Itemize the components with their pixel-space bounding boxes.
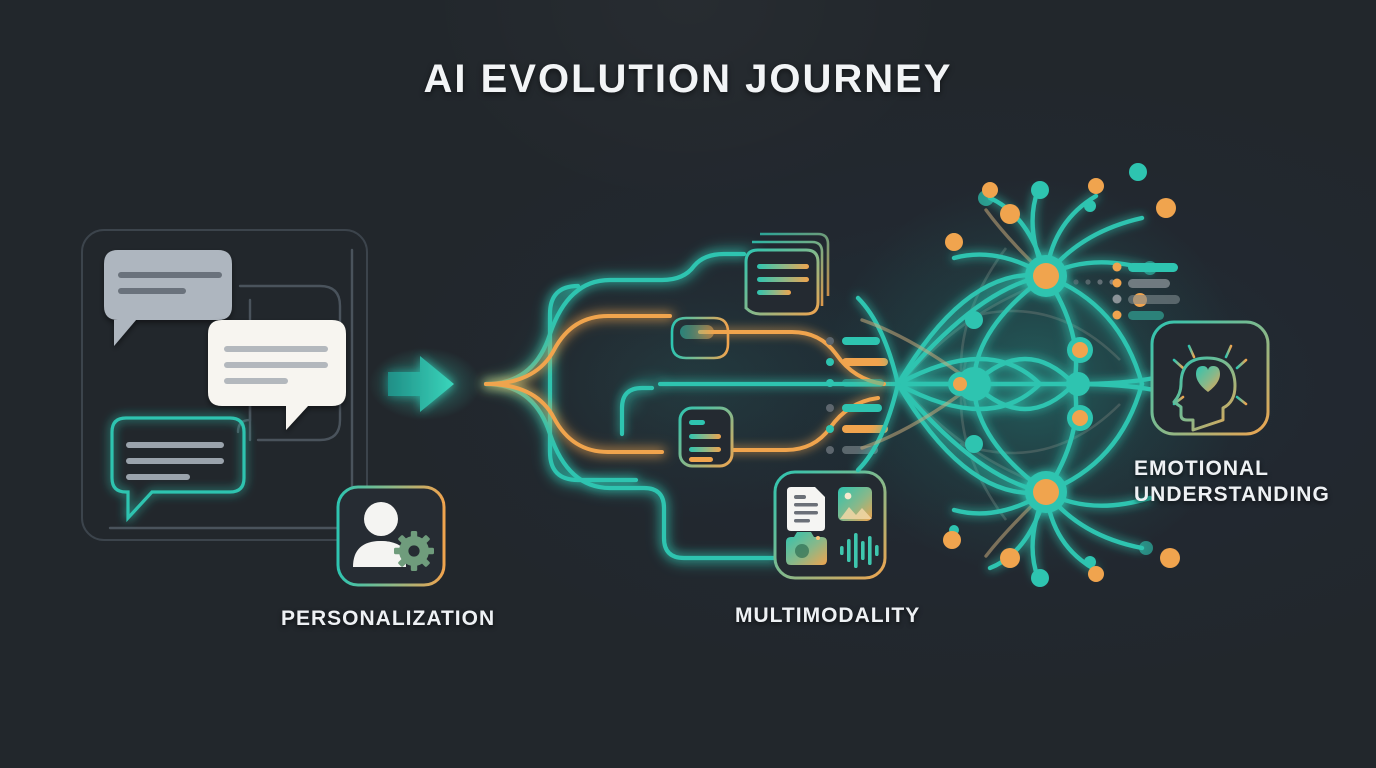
gear-icon [394, 531, 434, 571]
head-heart-icon [1150, 320, 1270, 436]
chat-bubble-outline [110, 416, 246, 523]
camera-tile [786, 532, 827, 565]
data-bar-row [826, 379, 884, 387]
person-gear-icon [336, 485, 446, 587]
chip-icon [678, 394, 734, 484]
data-bar-row [826, 358, 888, 366]
chat-bubble-reply [208, 320, 346, 430]
waveform-tile [840, 533, 879, 568]
stage-label-multimodality: MULTIMODALITY [735, 604, 921, 627]
stage-label-line-1: EMOTIONAL [1134, 457, 1269, 480]
pill-node-icon [670, 316, 730, 360]
node-orange [1067, 405, 1093, 431]
data-bar-row [826, 337, 880, 345]
document-tile [787, 487, 825, 531]
data-bar-row [826, 404, 882, 412]
network-hub-nodes [948, 255, 1093, 513]
stage-label-line-2: UNDERSTANDING [1134, 482, 1330, 506]
network-data-bars [1073, 262, 1180, 320]
hub-node-orange [1025, 255, 1067, 297]
teal-circuit-paths [483, 251, 963, 561]
chat-bubble-incoming [104, 250, 232, 346]
neural-network [855, 163, 1180, 587]
flow-data-bars [826, 337, 888, 454]
data-bar-row [1112, 294, 1180, 304]
page-title: AI EVOLUTION JOURNEY [423, 57, 953, 101]
data-bar-row [826, 425, 888, 433]
data-bar-row [826, 446, 878, 454]
data-bar-row [1112, 310, 1164, 320]
node-orange [1067, 337, 1093, 363]
stage-label-emotional-understanding: EMOTIONAL UNDERSTANDING [1134, 456, 1330, 507]
flow-arrow-icon [369, 348, 481, 420]
data-bar-row [1112, 278, 1170, 288]
image-tile [838, 487, 872, 521]
hub-node-orange [1025, 471, 1067, 513]
chat-panel-frame [81, 229, 368, 541]
data-bar-row [1112, 262, 1178, 272]
node-orange [948, 372, 972, 396]
network-terminal-dots [943, 178, 1180, 582]
dot-trail [1073, 279, 1115, 285]
document-stack-icon [744, 232, 830, 316]
network-nodes-teal [949, 163, 1157, 587]
chat-panel [81, 229, 368, 541]
multimodal-tiles-icon [773, 470, 887, 580]
stage-label-personalization: PERSONALIZATION [281, 607, 496, 630]
